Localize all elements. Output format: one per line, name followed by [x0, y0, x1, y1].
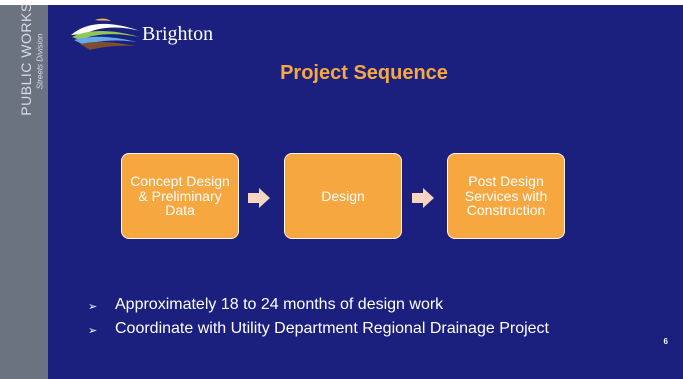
process-step-label: Post Design Services with Construction: [464, 172, 548, 219]
bullet-text: Approximately 18 to 24 months of design …: [115, 296, 444, 313]
process-step-label: Design: [321, 187, 365, 204]
page-number: 6: [663, 337, 668, 346]
brighton-swoosh-logo-icon: [71, 18, 140, 50]
bullet-text: Coordinate with Utility Department Regio…: [115, 320, 549, 337]
slide-title: Project Sequence: [280, 62, 448, 84]
process-step-label: Concept Design & Preliminary Data: [130, 172, 230, 219]
sidebar-title: PUBLIC WORKS: [18, 5, 34, 116]
process-step-concept: Concept Design & Preliminary Data: [121, 153, 239, 239]
process-step-post-design: Post Design Services with Construction: [447, 153, 565, 239]
bullet-arrow-icon: ➢: [88, 325, 98, 337]
bullet-arrow-icon: ➢: [88, 301, 98, 313]
logo-text: Brighton: [142, 23, 214, 45]
process-step-design: Design: [284, 153, 402, 239]
right-arrow-icon: [248, 188, 270, 208]
brighton-logo: Brighton: [70, 17, 250, 57]
right-arrow-icon: [412, 188, 434, 208]
presentation-slide: PUBLIC WORKS Streets Division Brighton P…: [0, 5, 683, 379]
sidebar-subtitle: Streets Division: [35, 33, 45, 90]
sidebar-strip: PUBLIC WORKS Streets Division: [0, 5, 48, 379]
sidebar-text-group: PUBLIC WORKS Streets Division: [0, 5, 48, 145]
